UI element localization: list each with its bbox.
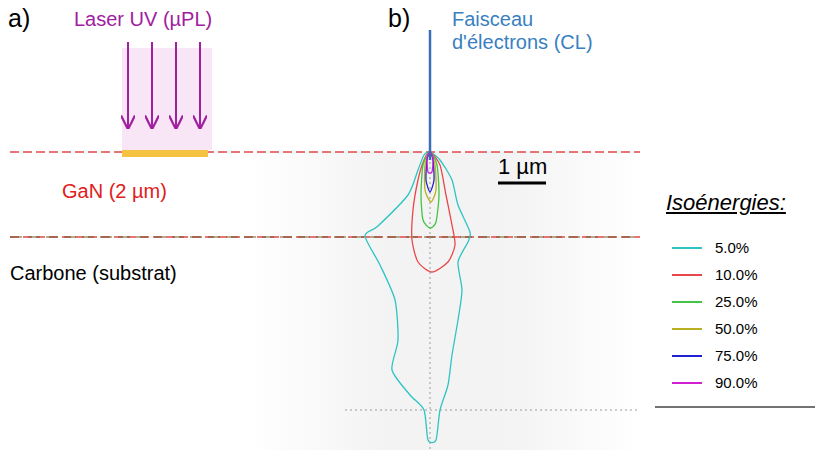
panel-letter: a) <box>8 4 30 33</box>
scale-bar <box>498 182 546 185</box>
legend-swatch <box>672 247 702 249</box>
interface-line <box>10 236 640 238</box>
legend-swatch <box>672 328 702 330</box>
legend-text: 90.0% <box>715 373 758 393</box>
axis-line <box>345 410 640 411</box>
legend-text: 50.0% <box>715 319 758 339</box>
legend-entry: 50.0% <box>672 319 812 339</box>
legend-entry: 5.0% <box>672 238 812 258</box>
interface-line <box>10 237 640 238</box>
legend-text: 5.0% <box>715 238 749 258</box>
legend-rule <box>655 406 815 408</box>
legend-title: Isoénergies: <box>666 190 786 215</box>
legend-entry: 90.0% <box>672 373 812 393</box>
layer-label: Carbone (substrat) <box>10 262 177 285</box>
legend-text: 25.0% <box>715 292 758 312</box>
legend-entry: 25.0% <box>672 292 812 312</box>
laser-arrows <box>128 42 200 128</box>
axis-line <box>430 152 431 450</box>
legend-swatch <box>672 382 702 384</box>
surface-line <box>10 151 640 153</box>
legend-swatch <box>672 274 702 276</box>
isoenergy-contour <box>365 152 470 443</box>
scale-label: 1 µm <box>498 154 547 179</box>
source-label: Faisceau d'électrons (CL) <box>452 8 630 54</box>
legend-swatch <box>672 301 702 303</box>
legend-text: 10.0% <box>715 265 758 285</box>
legend-entry: 75.0% <box>672 346 812 366</box>
isoenergy-contour <box>412 152 455 272</box>
isoenergy-contour <box>421 152 439 228</box>
legend-swatch <box>672 355 702 357</box>
source-label: Laser UV (µPL) <box>74 8 212 31</box>
panel-letter: b) <box>388 4 410 33</box>
electron-beam <box>429 30 432 160</box>
simulation-background <box>250 152 640 450</box>
laser-beam <box>122 48 212 150</box>
legend-entry: 10.0% <box>672 265 812 285</box>
layer-label: GaN (2 µm) <box>62 180 167 203</box>
legend-text: 75.0% <box>715 346 758 366</box>
laser-spot <box>122 150 208 157</box>
